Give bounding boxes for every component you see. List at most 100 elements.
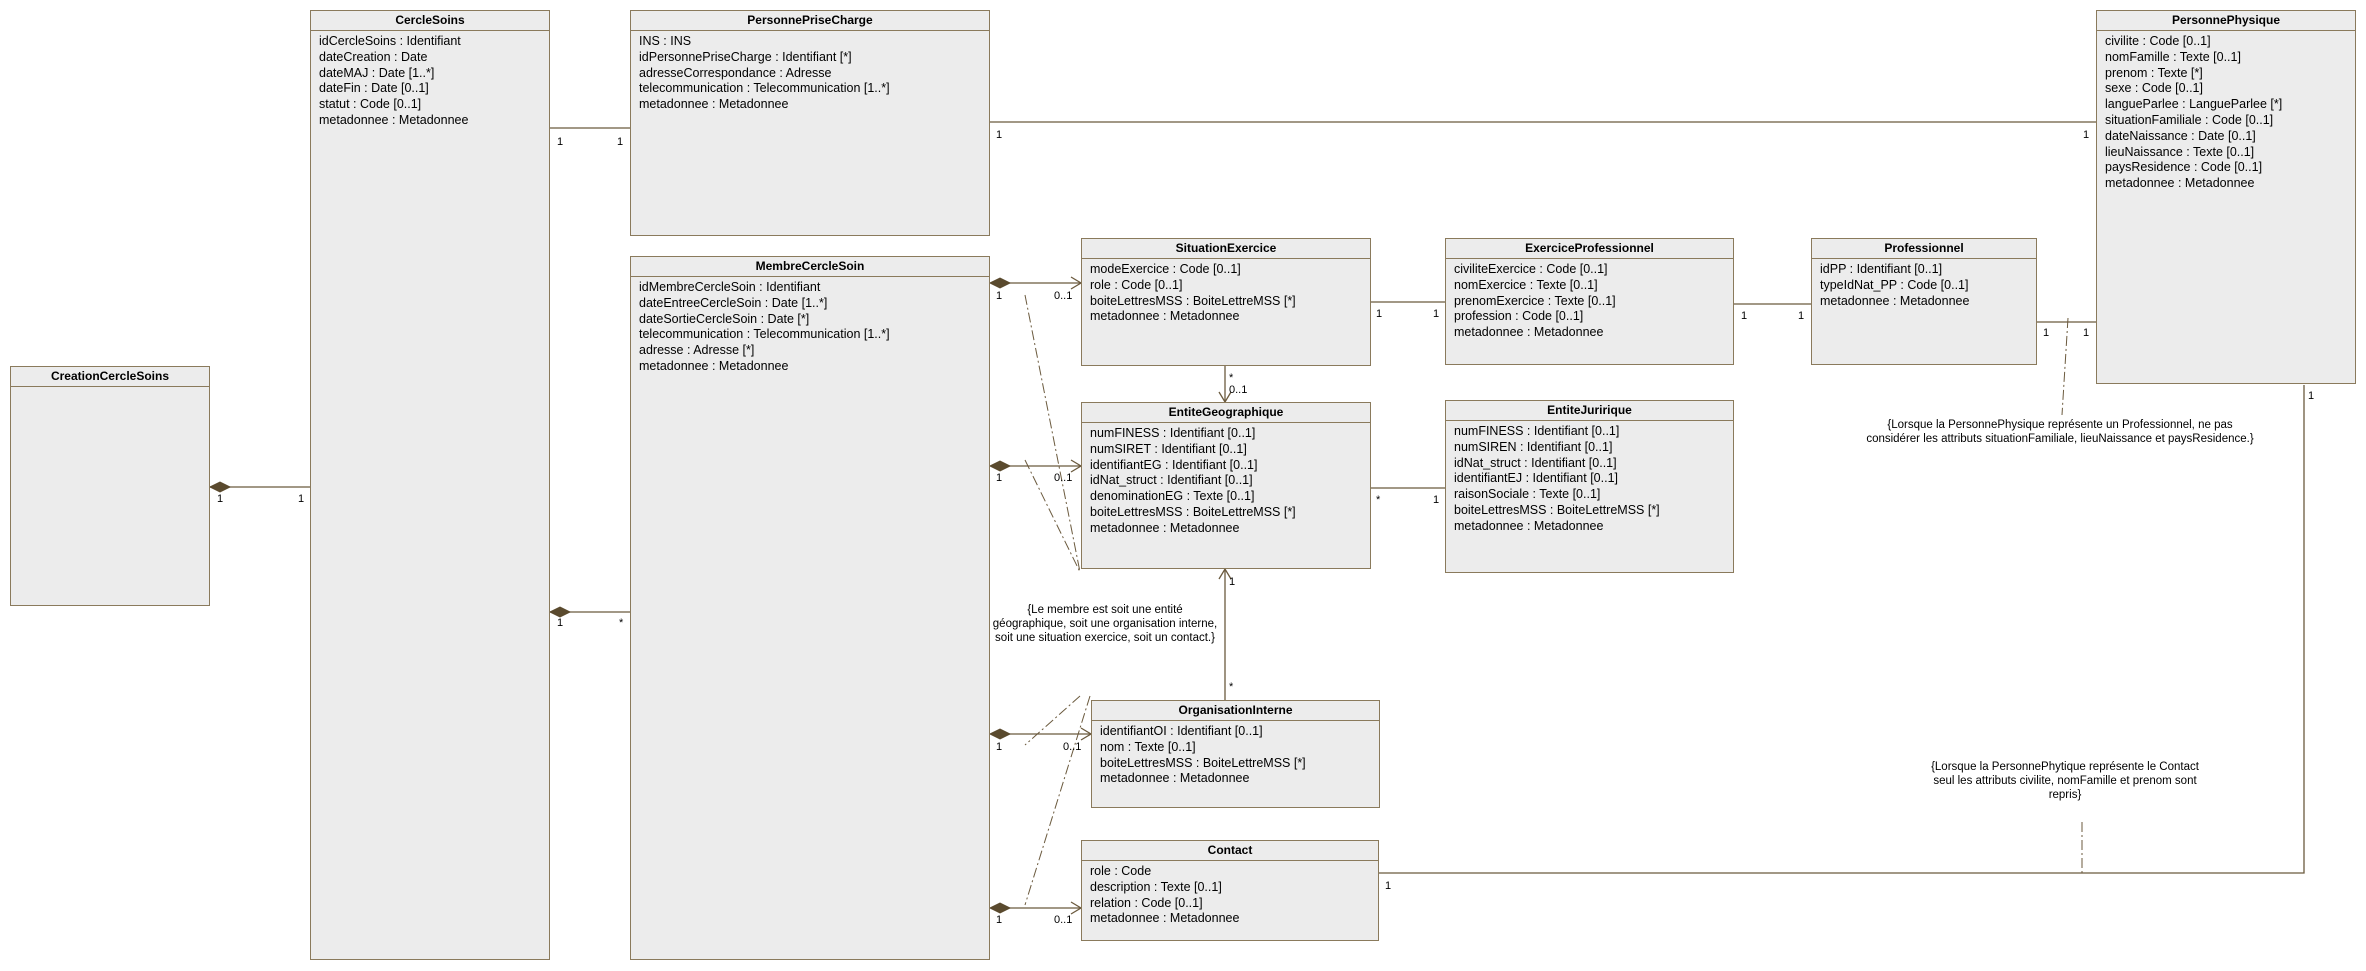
class-name: EntiteJuririque: [1446, 401, 1733, 421]
class-entite-geographique: EntiteGeographique numFINESS : Identifia…: [1081, 402, 1371, 569]
attribute: metadonnee : Metadonnee: [1090, 520, 1240, 535]
attribute: nom : Texte [0..1]: [1100, 739, 1196, 754]
attribute: metadonnee : Metadonnee: [1100, 771, 1250, 786]
attribute: prenom : Texte [*]: [2105, 65, 2203, 80]
multiplicity-label: 1: [617, 136, 624, 148]
attribute: idPersonnePriseCharge : Identifiant [*]: [639, 49, 852, 64]
multiplicity-label: 1: [557, 617, 564, 629]
multiplicity-label: *: [1229, 681, 1234, 693]
attribute: boiteLettresMSS : BoiteLettreMSS [*]: [1100, 755, 1306, 770]
class-organisation-interne: OrganisationInterne identifiantOI : Iden…: [1091, 700, 1380, 808]
attribute: profession : Code [0..1]: [1454, 309, 1584, 324]
multiplicity-label: 1: [217, 493, 224, 505]
attribute: metadonnee : Metadonnee: [1820, 293, 1970, 308]
attribute: INS : INS: [639, 34, 692, 48]
attribute: metadonnee : Metadonnee: [1454, 325, 1604, 340]
attribute: dateSortieCercleSoin : Date [*]: [639, 311, 810, 326]
attribute: metadonnee : Metadonnee: [319, 112, 469, 127]
class-name: PersonnePhysique: [2097, 11, 2355, 31]
multiplicity-label: 1: [996, 290, 1003, 302]
multiplicity-label: 1: [2308, 390, 2315, 402]
attribute: role : Code: [1090, 864, 1152, 878]
attribute: telecommunication : Telecommunication [1…: [639, 81, 890, 96]
attribute: lieuNaissance : Texte [0..1]: [2105, 144, 2255, 159]
attribute: boiteLettresMSS : BoiteLettreMSS [*]: [1454, 502, 1660, 517]
multiplicity-label: 0..1: [1054, 472, 1073, 484]
attribute: statut : Code [0..1]: [319, 97, 422, 112]
attribute: dateEntreeCercleSoin : Date [1..*]: [639, 295, 828, 310]
multiplicity-label: 1: [1229, 576, 1236, 588]
attribute: adresseCorrespondance : Adresse: [639, 65, 832, 80]
attribute: boiteLettresMSS : BoiteLettreMSS [*]: [1090, 504, 1296, 519]
attribute: idPP : Identifiant [0..1]: [1820, 262, 1943, 276]
attribute: idCercleSoins : Identifiant: [319, 34, 461, 48]
class-professionnel: Professionnel idPP : Identifiant [0..1] …: [1811, 238, 2037, 365]
attribute: prenomExercice : Texte [0..1]: [1454, 293, 1616, 308]
class-name: PersonnePriseCharge: [631, 11, 989, 31]
multiplicity-label: 1: [2043, 327, 2050, 339]
class-name: SituationExercice: [1082, 239, 1370, 259]
multiplicity-label: *: [619, 617, 624, 629]
attribute: relation : Code [0..1]: [1090, 895, 1203, 910]
multiplicity-label: 1: [996, 741, 1003, 753]
class-name: Professionnel: [1812, 239, 2036, 259]
multiplicity-label: *: [1376, 494, 1381, 506]
multiplicity-label: 1: [557, 136, 564, 148]
class-name: CercleSoins: [311, 11, 549, 31]
class-exercice-professionnel: ExerciceProfessionnel civiliteExercice :…: [1445, 238, 1734, 365]
attribute: numFINESS : Identifiant [0..1]: [1454, 424, 1620, 438]
attribute: dateCreation : Date: [319, 49, 428, 64]
attribute: role : Code [0..1]: [1090, 277, 1183, 292]
attribute: raisonSociale : Texte [0..1]: [1454, 487, 1601, 502]
multiplicity-label: 0..1: [1063, 741, 1082, 753]
constraint-note-professionnel: {Lorsque la PersonnePhysique représente …: [1866, 419, 2254, 445]
attribute: civilite : Code [0..1]: [2105, 34, 2211, 48]
attribute: idMembreCercleSoin : Identifiant: [639, 280, 821, 294]
attribute: typeIdNat_PP : Code [0..1]: [1820, 277, 1969, 292]
attribute: civiliteExercice : Code [0..1]: [1454, 262, 1608, 276]
multiplicity-label: 1: [1741, 310, 1748, 322]
class-name: EntiteGeographique: [1082, 403, 1370, 423]
attribute: nomExercice : Texte [0..1]: [1454, 277, 1598, 292]
attribute: dateFin : Date [0..1]: [319, 81, 429, 96]
multiplicity-label: 1: [996, 472, 1003, 484]
multiplicity-label: 1: [1433, 494, 1440, 506]
class-name: CreationCercleSoins: [11, 367, 209, 387]
attribute: telecommunication : Telecommunication [1…: [639, 327, 890, 342]
attribute: idNat_struct : Identifiant [0..1]: [1454, 455, 1617, 470]
multiplicity-label: 1: [2083, 327, 2090, 339]
attribute: metadonnee : Metadonnee: [2105, 176, 2255, 191]
attribute: langueParlee : LangueParlee [*]: [2105, 97, 2283, 112]
multiplicity-label: 1: [1385, 880, 1392, 892]
class-name: Contact: [1082, 841, 1378, 861]
attribute: numSIREN : Identifiant [0..1]: [1454, 439, 1613, 454]
attribute: nomFamille : Texte [0..1]: [2105, 49, 2241, 64]
class-personne-physique: PersonnePhysique civilite : Code [0..1] …: [2096, 10, 2356, 384]
class-creation-cercle-soins: CreationCercleSoins: [10, 366, 210, 606]
constraint-note-contact: {Lorsque la PersonnePhytique représente …: [1931, 761, 2199, 801]
constraint-note-membre: {Le membre est soit une entité géographi…: [992, 604, 1218, 644]
class-situation-exercice: SituationExercice modeExercice : Code [0…: [1081, 238, 1371, 366]
attribute: adresse : Adresse [*]: [639, 343, 755, 358]
attribute: modeExercice : Code [0..1]: [1090, 262, 1241, 276]
attribute: numFINESS : Identifiant [0..1]: [1090, 426, 1256, 440]
attribute: identifiantEG : Identifiant [0..1]: [1090, 457, 1258, 472]
attribute: situationFamiliale : Code [0..1]: [2105, 112, 2274, 127]
attribute: description : Texte [0..1]: [1090, 879, 1222, 894]
multiplicity-label: 1: [2083, 129, 2090, 141]
multiplicity-label: 1: [996, 129, 1003, 141]
attribute: paysResidence : Code [0..1]: [2105, 160, 2263, 175]
multiplicity-label: 1: [1798, 310, 1805, 322]
attribute: dateMAJ : Date [1..*]: [319, 65, 435, 80]
attribute: metadonnee : Metadonnee: [1454, 518, 1604, 533]
class-name: MembreCercleSoin: [631, 257, 989, 277]
multiplicity-label: 0..1: [1054, 914, 1073, 926]
multiplicity-label: 1: [1433, 308, 1440, 320]
attribute: denominationEG : Texte [0..1]: [1090, 489, 1255, 504]
multiplicity-label: 1: [298, 493, 305, 505]
class-cercle-soins: CercleSoins idCercleSoins : Identifiant …: [310, 10, 550, 960]
attribute: metadonnee : Metadonnee: [639, 97, 789, 112]
attribute: boiteLettresMSS : BoiteLettreMSS [*]: [1090, 293, 1296, 308]
attribute: dateNaissance : Date [0..1]: [2105, 128, 2256, 143]
